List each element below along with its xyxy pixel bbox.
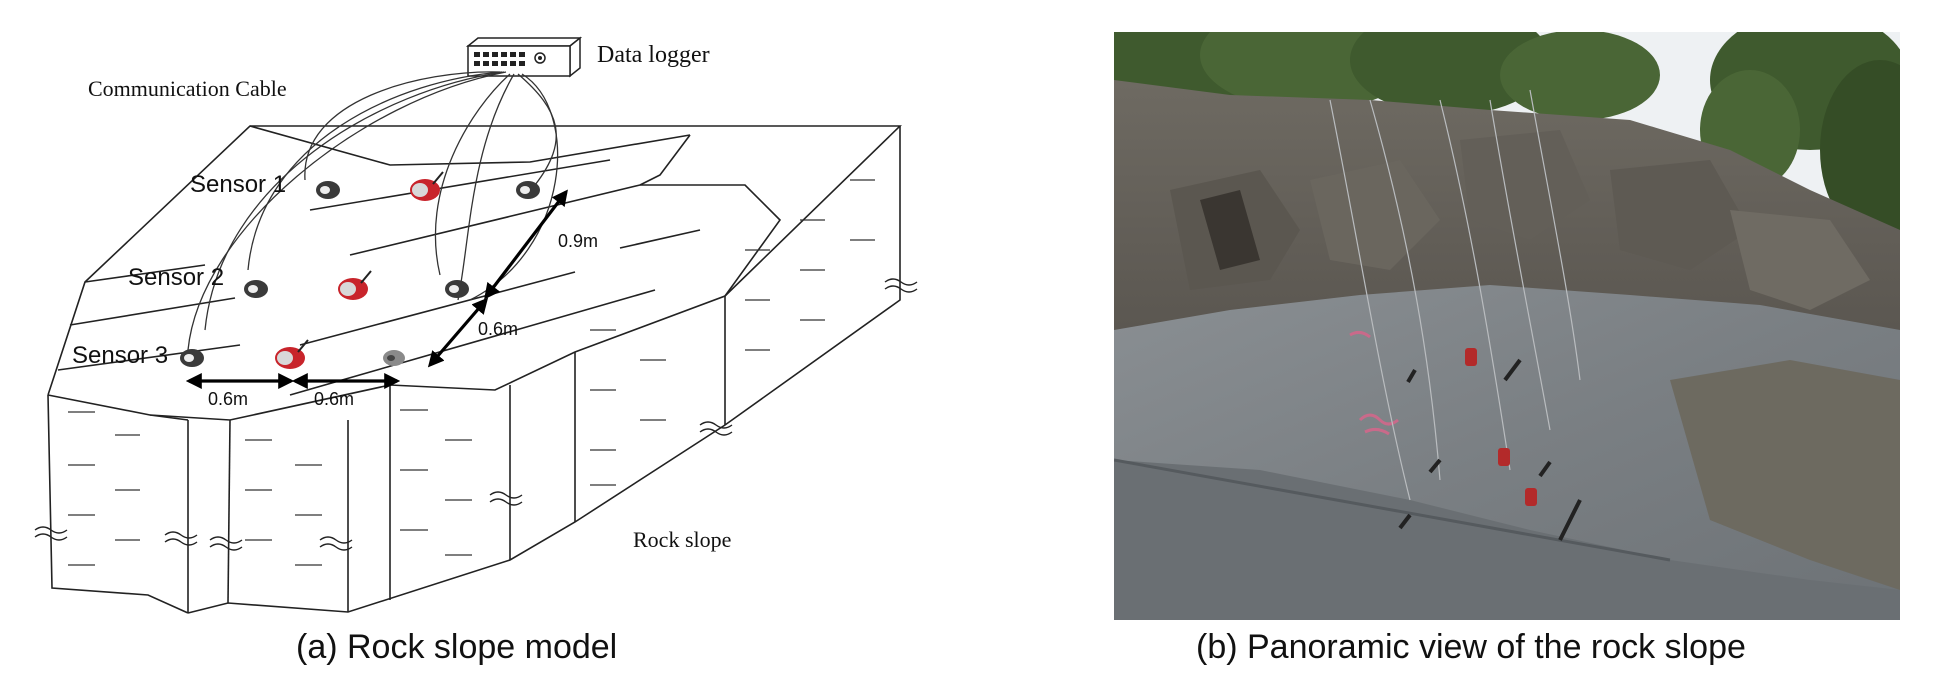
rock-slope-photo-panel (1110, 0, 1936, 692)
data-logger-box (465, 36, 583, 78)
communication-cables (187, 71, 559, 351)
sensor-label-1: Sensor 1 (190, 171, 286, 198)
communication-cable-label: Communication Cable (88, 76, 287, 101)
break-symbols (34, 278, 918, 551)
sensor-label-3: Sensor 3 (72, 342, 168, 369)
dimension-label-0-6m-diagonal: 0.6m (478, 319, 518, 339)
caption-panoramic-view: (b) Panoramic view of the rock slope (1196, 628, 1746, 666)
dimension-label-0-6m-right: 0.6m (314, 389, 354, 409)
caption-rock-slope-model: (a) Rock slope model (296, 628, 618, 666)
lower-ledge (1114, 460, 1900, 620)
face-hatching (68, 179, 875, 566)
rock-slope-label: Rock slope (633, 527, 731, 552)
upper-rock-blocks (1170, 130, 1870, 310)
dimension-label-0-9m: 0.9m (558, 231, 598, 251)
data-logger-label: Data logger (597, 42, 710, 68)
rock-slope-photo (1114, 32, 1900, 620)
right-weathered-zone (1670, 360, 1900, 590)
rock-slope-model-panel: Data logger Communication Cable Sensor 1… (0, 0, 960, 692)
rock-slope-model-diagram: Data logger Communication Cable Sensor 1… (34, 36, 918, 614)
photo-sensors (1398, 348, 1582, 541)
photo-cables (1329, 89, 1581, 501)
sensor-label-2: Sensor 2 (128, 264, 224, 291)
dimension-label-0-6m-left: 0.6m (208, 389, 248, 409)
dimension-arrows (185, 189, 568, 389)
